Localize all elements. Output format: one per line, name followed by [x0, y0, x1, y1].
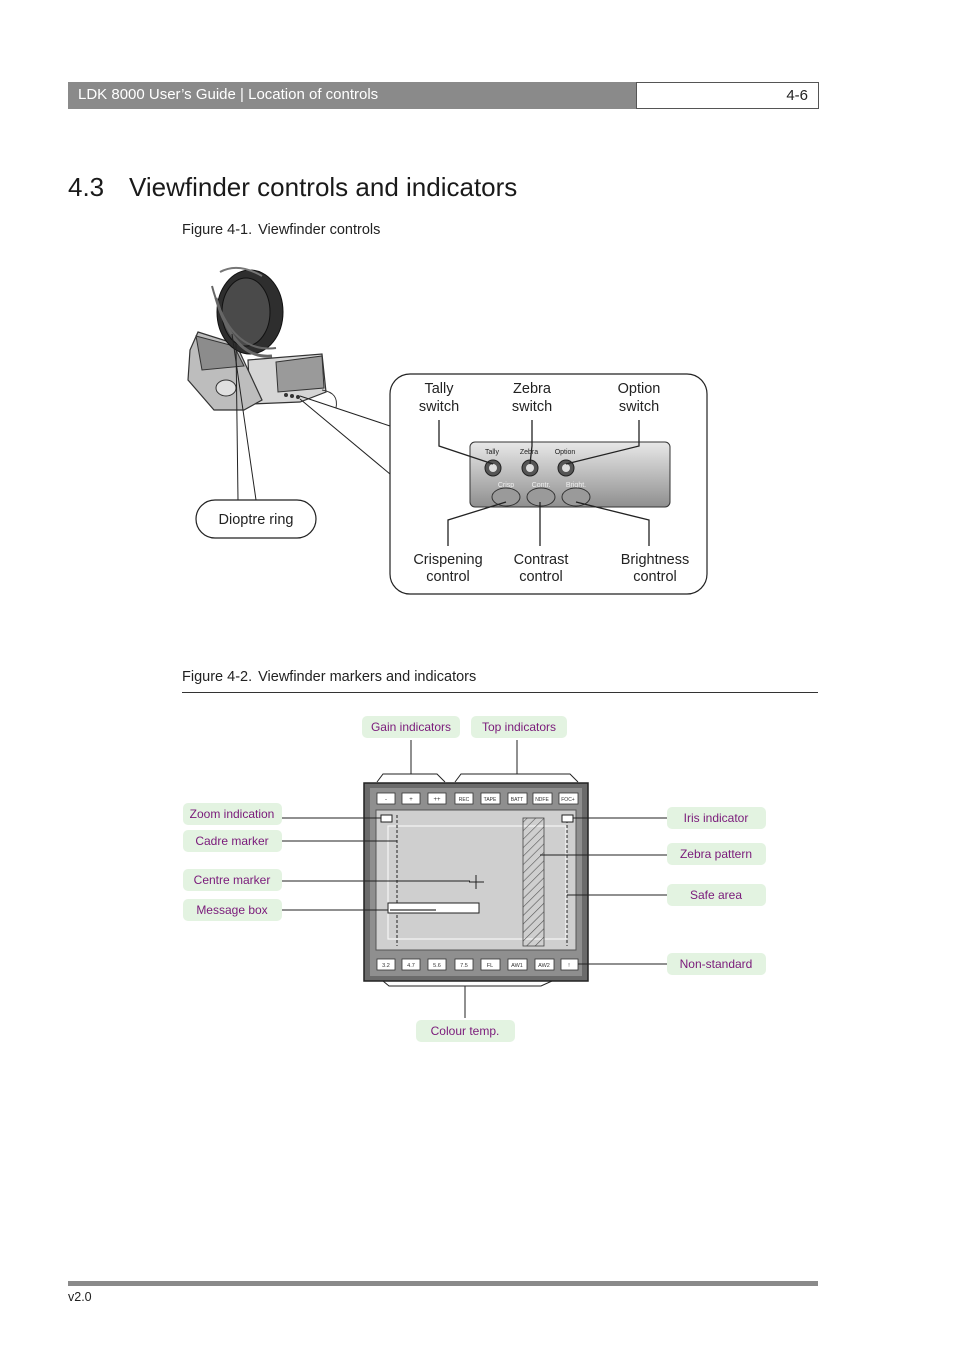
iris-indicator-label: Iris indicator: [684, 811, 749, 825]
panel-bright-label: Bright.: [566, 482, 586, 489]
colour-temp-5-6: 5.6: [433, 963, 441, 969]
centre-marker-label: Centre marker: [194, 873, 271, 887]
top-indicator-row: - + ++ REC TAPE BATT NDFE FOC+: [376, 792, 579, 805]
top-indicator-plus: +: [409, 797, 413, 803]
page-number-box: 4-6: [636, 82, 819, 109]
tally-label-line1: Tally: [424, 381, 454, 397]
colour-temp-aw2: AW2: [538, 963, 550, 969]
figure2-caption-text: Viewfinder markers and indicators: [258, 669, 477, 685]
section-number: 4.3: [68, 172, 105, 202]
contrast-label-line2: control: [519, 569, 563, 585]
figure1-caption: Figure 4-1. Viewfinder controls: [182, 222, 380, 238]
zebra-label-line2: switch: [512, 399, 552, 415]
safe-area-label: Safe area: [690, 888, 742, 902]
figure1-label: Figure 4-1.: [182, 222, 253, 238]
brightness-label-line2: control: [633, 569, 677, 585]
crispening-knob[interactable]: [491, 487, 521, 507]
footer-version: v2.0: [68, 1290, 92, 1304]
option-label-line1: Option: [618, 381, 661, 397]
zoom-indication-marker: [380, 814, 393, 823]
zebra-pattern-area: [522, 817, 545, 947]
viewfinder-illustration: [187, 266, 337, 411]
figure2-rule: [182, 692, 818, 693]
top-indicator-plusplus: ++: [433, 797, 441, 803]
bottom-indicator-row: 3.2 4.7 5.6 7.5 FL AW1 AW2 !: [376, 958, 579, 971]
brightness-knob[interactable]: [561, 487, 591, 507]
footer-bar: [68, 1281, 818, 1286]
non-standard-indicator: !: [568, 963, 570, 969]
brightness-label-line1: Brightness: [621, 552, 690, 568]
colour-temp-4-7: 4.7: [407, 963, 415, 969]
message-box-label: Message box: [196, 903, 267, 917]
figure2-label: Figure 4-2.: [182, 669, 253, 685]
top-indicator-batt: BATT: [511, 797, 523, 803]
top-indicator-foc: FOC+: [561, 797, 575, 803]
colour-temp-label: Colour temp.: [431, 1024, 500, 1038]
zoom-indication-label: Zoom indication: [190, 807, 275, 821]
colour-temp-3-2: 3.2: [382, 963, 390, 969]
safe-area-marker: [387, 825, 567, 940]
contrast-label-line1: Contrast: [514, 552, 569, 568]
header-bar: [68, 82, 636, 109]
tally-label-line2: switch: [419, 399, 459, 415]
panel-contr-label: Contr.: [532, 482, 551, 489]
zebra-pattern-label: Zebra pattern: [680, 847, 752, 861]
page-number: 4-6: [786, 87, 808, 104]
top-indicators-label: Top indicators: [482, 720, 556, 734]
top-indicator-rec: REC: [459, 797, 470, 803]
panel-tally-label: Tally: [485, 449, 500, 456]
panel-option-label: Option: [555, 449, 576, 456]
iris-indicator-marker: [561, 814, 574, 823]
section-title: 4.3 Viewfinder controls and indicators: [68, 172, 517, 203]
crispening-label-line2: control: [426, 569, 470, 585]
crispening-label-line1: Crispening: [413, 552, 482, 568]
zebra-label-line1: Zebra: [513, 381, 552, 397]
colour-temp-7-5: 7.5: [460, 963, 468, 969]
top-indicator-minus: -: [385, 797, 387, 803]
figure2-caption: Figure 4-2. Viewfinder markers and indica…: [182, 669, 476, 685]
option-label-line2: switch: [619, 399, 659, 415]
colour-temp-aw1: AW1: [511, 963, 523, 969]
viewfinder-controls-figure: Dioptre ring Tally Zebra Option Crisp Co…: [187, 266, 708, 595]
cadre-marker-label: Cadre marker: [195, 834, 268, 848]
viewfinder-markers-figure: - + ++ REC TAPE BATT NDFE FOC+ 3.2 4.7 5…: [183, 716, 766, 1042]
contrast-knob[interactable]: [526, 487, 556, 507]
message-box-marker: [387, 902, 480, 914]
gain-indicators-label: Gain indicators: [371, 720, 451, 734]
header-title: LDK 8000 User’s Guide | Location of cont…: [78, 86, 379, 103]
figure1-caption-text: Viewfinder controls: [258, 222, 381, 238]
panel-crisp-label: Crisp: [498, 482, 514, 489]
non-standard-label: Non-standard: [680, 957, 753, 971]
panel-zebra-label: Zebra: [520, 449, 538, 456]
top-indicator-ndfe: NDFE: [535, 797, 549, 803]
dioptre-ring-label: Dioptre ring: [219, 512, 294, 528]
colour-temp-fl: FL: [487, 963, 493, 969]
section-heading: Viewfinder controls and indicators: [129, 172, 518, 202]
top-indicator-tape: TAPE: [484, 797, 497, 803]
